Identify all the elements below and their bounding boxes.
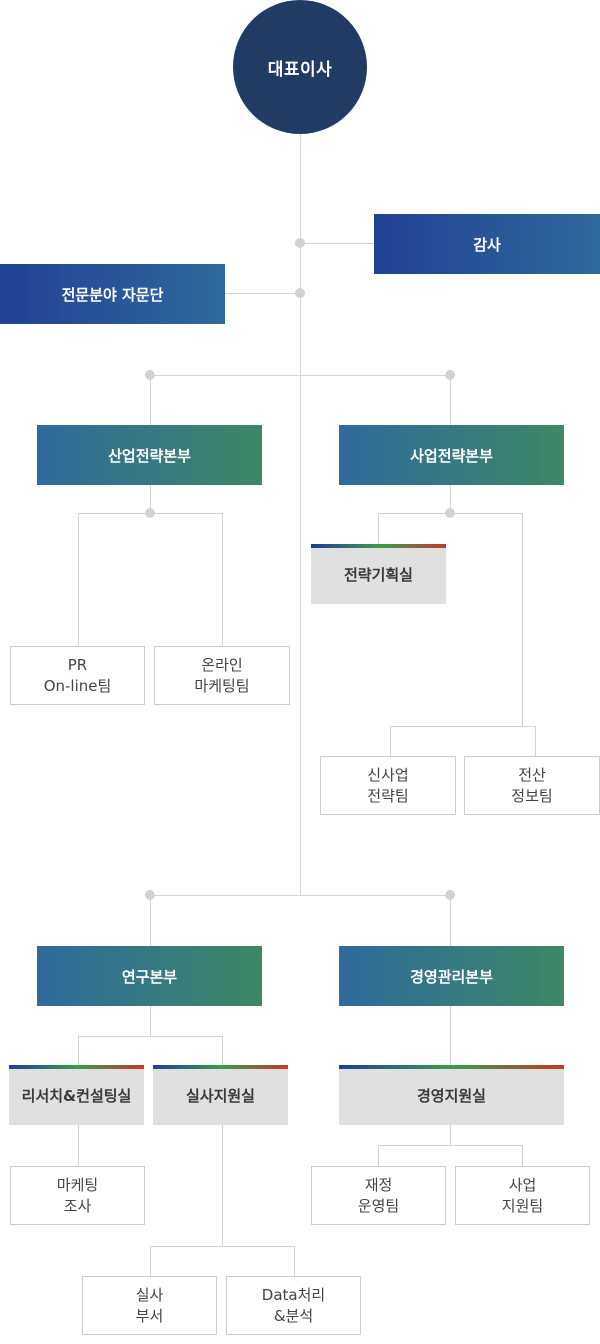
audit-label: 감사 [473, 235, 501, 254]
connector [535, 726, 536, 756]
connector [150, 1246, 151, 1276]
connector [294, 1246, 295, 1276]
finance-ops-node: 재정 운영팀 [311, 1166, 446, 1225]
strategy-planning-label: 전략기획실 [343, 565, 413, 584]
finance-ops-line2: 운영팀 [357, 1196, 400, 1215]
connector [222, 513, 223, 646]
research-label: 연구본부 [121, 967, 178, 986]
connector [450, 1006, 451, 1065]
audit-node: 감사 [374, 214, 600, 274]
ceo-label: 대표이사 [267, 59, 333, 80]
advisory-label: 전문분야 자문단 [61, 285, 164, 304]
research-node: 연구본부 [37, 946, 262, 1006]
industry-strategy-node: 산업전략본부 [37, 425, 262, 485]
color-bar [339, 1065, 564, 1069]
connector [450, 485, 451, 513]
industry-strategy-label: 산업전략본부 [108, 446, 191, 465]
connector [150, 895, 151, 946]
new-business-line2: 전략팀 [367, 786, 409, 805]
marketing-research-line1: 마케팅 [56, 1175, 99, 1194]
color-bar [311, 544, 446, 548]
research-consulting-label: 리서치&컨설팅실 [21, 1086, 132, 1105]
online-marketing-node: 온라인 마케팅팀 [154, 646, 290, 705]
connector [78, 1036, 222, 1037]
management-support-node: 경영지원실 [339, 1065, 564, 1125]
business-strategy-label: 사업전략본부 [410, 446, 493, 465]
connector-dot [295, 238, 305, 248]
connector [522, 513, 523, 726]
survey-dept-line2: 부서 [135, 1306, 164, 1325]
survey-support-node: 실사지원실 [153, 1065, 288, 1125]
connector [150, 1006, 151, 1036]
management-label: 경영관리본부 [410, 967, 493, 986]
connector [390, 726, 535, 727]
connector [378, 1145, 379, 1166]
connector [300, 243, 374, 244]
strategy-planning-node: 전략기획실 [311, 544, 446, 604]
pr-team-line2: On-line팀 [43, 676, 112, 695]
new-business-node: 신사업 전략팀 [320, 756, 456, 815]
color-bar [9, 1065, 144, 1069]
marketing-research-line2: 조사 [63, 1196, 92, 1215]
connector [150, 895, 450, 896]
business-support-line1: 사업 [508, 1175, 537, 1194]
connector [150, 375, 450, 376]
advisory-node: 전문분야 자문단 [0, 264, 225, 324]
connector [300, 134, 301, 895]
connector [78, 1125, 79, 1166]
connector [222, 1125, 223, 1246]
connector [450, 1125, 451, 1145]
business-strategy-node: 사업전략본부 [339, 425, 564, 485]
connector [78, 513, 222, 514]
connector [150, 375, 151, 425]
connector [378, 513, 522, 514]
connector [450, 375, 451, 425]
connector [450, 895, 451, 946]
connector [378, 513, 379, 544]
marketing-research-node: 마케팅 조사 [10, 1166, 145, 1225]
pr-team-node: PR On-line팀 [10, 646, 145, 705]
management-node: 경영관리본부 [339, 946, 564, 1006]
connector-dot [295, 288, 305, 298]
connector [522, 1145, 523, 1166]
connector [378, 1145, 522, 1146]
connector [222, 1036, 223, 1065]
research-consulting-node: 리서치&컨설팅실 [9, 1065, 144, 1125]
ceo-node: 대표이사 [233, 0, 367, 134]
survey-dept-line1: 실사 [135, 1285, 164, 1304]
management-support-label: 경영지원실 [416, 1086, 486, 1105]
color-bar [153, 1065, 288, 1069]
connector [225, 293, 300, 294]
data-analysis-line2: &분석 [273, 1306, 314, 1325]
online-marketing-line1: 온라인 [201, 655, 243, 674]
business-support-line2: 지원팀 [501, 1196, 544, 1215]
finance-ops-line1: 재정 [364, 1175, 393, 1194]
online-marketing-line2: 마케팅팀 [194, 676, 250, 695]
connector [390, 726, 391, 756]
survey-support-label: 실사지원실 [185, 1086, 255, 1105]
it-info-line2: 정보팀 [511, 786, 553, 805]
connector [78, 1036, 79, 1065]
it-info-node: 전산 정보팀 [464, 756, 600, 815]
data-analysis-line1: Data처리 [261, 1285, 326, 1304]
survey-dept-node: 실사 부서 [82, 1276, 217, 1335]
connector [150, 1246, 295, 1247]
pr-team-line1: PR [67, 655, 88, 674]
new-business-line1: 신사업 [367, 765, 409, 784]
connector [150, 485, 151, 513]
connector [78, 513, 79, 646]
data-analysis-node: Data처리 &분석 [226, 1276, 361, 1335]
it-info-line1: 전산 [518, 765, 546, 784]
business-support-node: 사업 지원팀 [455, 1166, 590, 1225]
